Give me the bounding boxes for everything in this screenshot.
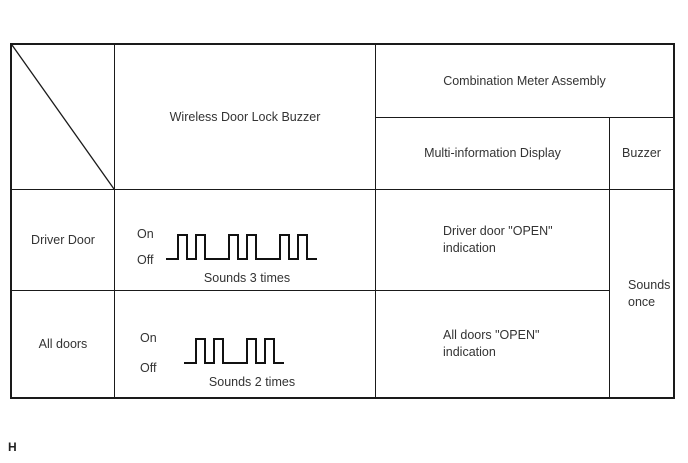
header-multi-information-display: Multi-information Display [424,146,561,161]
buzzer-sounds-once-cell: Sounds once [628,277,671,309]
display-indication-driver-door: Driver door "OPEN" indication [443,224,553,255]
display-indication-all-doors: All doors "OPEN" indication [443,328,540,359]
column-divider-2 [375,45,376,397]
column-divider-1 [114,45,115,397]
row-label-driver-door: Driver Door [31,232,95,247]
on-label-row2: On [140,331,157,345]
column-divider-buzzer [609,117,610,397]
row-divider-line [12,290,609,291]
buzzer-table: Wireless Door Lock Buzzer Combination Me… [10,43,675,399]
diagonal-divider [12,45,115,190]
header-bottom-line [12,189,673,190]
on-label-row1: On [137,227,154,241]
header-buzzer: Buzzer [622,146,661,161]
buzzer-waveform-row2 [184,338,284,364]
header-split-line [375,117,673,118]
page-marker: H [8,440,17,454]
waveform-caption-row2: Sounds 2 times [208,375,296,389]
off-label-row2: Off [140,361,157,375]
buzzer-waveform-row1 [166,234,317,260]
header-wireless-door-lock-buzzer: Wireless Door Lock Buzzer [169,109,321,124]
row-label-all-doors: All doors [38,336,88,351]
header-combination-meter-assembly: Combination Meter Assembly [443,73,606,88]
waveform-caption-row1: Sounds 3 times [203,271,291,285]
off-label-row1: Off [137,253,154,267]
